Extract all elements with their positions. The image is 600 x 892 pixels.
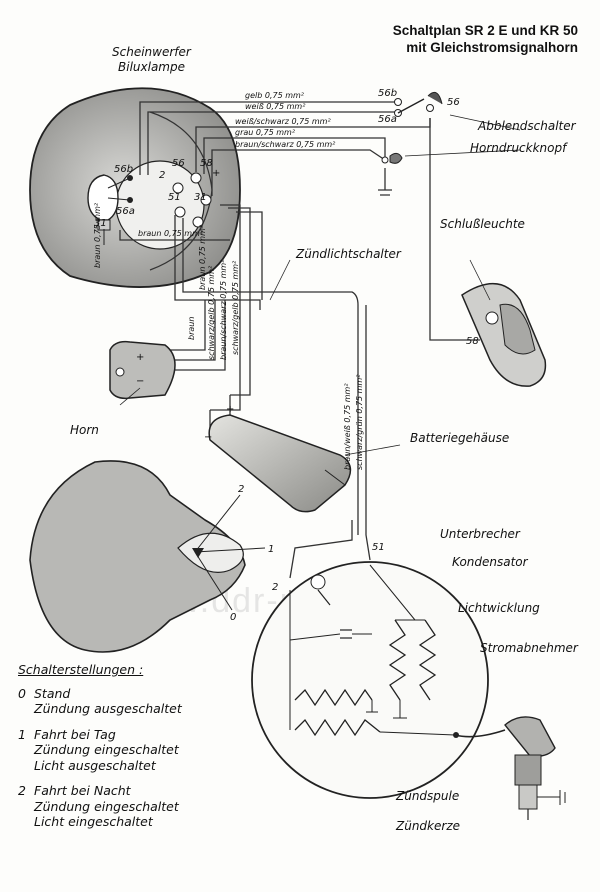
legend-item: 1 Fahrt bei Tag Zündung eingeschaltet Lic… <box>18 727 218 774</box>
terminal-56b-headlight: 56b <box>114 164 133 175</box>
horn-plus: + <box>136 352 144 363</box>
title-line-2: mit Gleichstromsignalhorn <box>406 40 578 55</box>
terminal-56a-dimmer: 56a <box>378 114 397 125</box>
ignition-light-switch <box>29 259 291 653</box>
terminal-labels: 56b 56a 31 56b 56a 56 56 58 2 51 31 58 5… <box>94 88 479 623</box>
tail-light-label: Schlußleuchte <box>440 217 525 231</box>
terminal-51-generator: 51 <box>372 542 385 553</box>
wire-label-schwarz-gelb-2: schwarz/gelb 0,75 mm² <box>231 260 240 355</box>
wire-label-braun-weiss: braun/weiß 0,75 mm² <box>343 383 352 470</box>
wire-label-grau: grau 0,75 mm² <box>235 128 296 137</box>
wire-labels: gelb 0,75 mm² weiß 0,75 mm² weiß/schwarz… <box>93 91 364 470</box>
terminal-56a-headlight: 56a <box>116 206 135 217</box>
wire-label-braun-bundle: braun <box>187 317 196 340</box>
spark-plug-label: Zündkerze <box>395 819 460 833</box>
wiring-harness <box>119 101 480 579</box>
pickup-label: Stromabnehmer <box>480 641 579 655</box>
battery-minus: − <box>204 432 212 443</box>
legend-line: Zündung ausgeschaltet <box>34 701 182 716</box>
headlight-label: Scheinwerfer <box>112 45 192 59</box>
legend-number: 1 <box>18 726 26 742</box>
lighting-coil-label: Lichtwicklung <box>458 601 540 615</box>
horn-button-label: Horndruckknopf <box>470 141 568 155</box>
switch-plus: + <box>212 168 220 179</box>
legend-number: 0 <box>18 685 26 701</box>
headlight-terminal-block <box>127 172 212 228</box>
horn-minus: − <box>136 376 144 387</box>
wire-label-braun: braun 0,75 mm² <box>138 229 204 238</box>
legend-line: Fahrt bei Nacht <box>34 783 131 798</box>
wire-label-schwarz-gelb: schwarz/gelb 0,75 mm² <box>207 265 216 360</box>
horn <box>109 340 176 406</box>
legend-number: 2 <box>18 783 26 798</box>
switch-positions-legend: Schalterstellungen : 0 Stand Zündung ausg… <box>18 662 218 840</box>
condenser-label: Kondensator <box>452 555 529 569</box>
bilux-bulb <box>87 174 131 245</box>
tail-light <box>461 259 547 387</box>
legend-line: Fahrt bei Tag <box>34 726 116 742</box>
spark-plug-assembly <box>453 716 566 820</box>
legend-line: Zündung eingeschaltet <box>34 742 179 757</box>
terminal-31-headlight: 31 <box>94 218 107 229</box>
legend-line: Licht eingeschaltet <box>34 814 153 829</box>
terminal-56-dimmer: 56 <box>447 97 460 108</box>
terminal-51: 51 <box>168 192 181 203</box>
title-line-1: Schaltplan SR 2 E und KR 50 <box>392 23 578 38</box>
wire-label-weiss: weiß 0,75 mm² <box>245 102 306 111</box>
wire-label-braun-vertical: braun 0,75 mm² <box>93 202 102 268</box>
terminal-2: 2 <box>159 170 165 181</box>
terminal-58: 58 <box>200 158 213 169</box>
terminal-56: 56 <box>172 158 185 169</box>
terminal-2-generator: 2 <box>272 582 278 593</box>
legend-item: 2 Fahrt bei Nacht Zündung eingeschaltet L… <box>18 783 218 830</box>
wire-label-schwarz-gruen: schwarz/grün 0,75 mm² <box>355 374 364 470</box>
terminal-58-tail: 58 <box>466 336 479 347</box>
horn-label: Horn <box>70 423 99 437</box>
generator <box>251 561 489 799</box>
wire-label-braun-short: braun 0,75 mm² <box>198 224 207 290</box>
bulb-label: Biluxlampe <box>118 60 185 74</box>
dimmer-switch <box>394 91 521 131</box>
battery-plus: + <box>226 404 234 415</box>
legend-line: Stand <box>34 685 71 701</box>
ignition-coil-label: Zündspule <box>395 789 459 803</box>
wire-label-braun-schwarz-bundle: braun/schwarz 0,75 mm² <box>219 259 228 360</box>
dimmer-label: Abblendschalter <box>477 119 577 133</box>
component-labels: Scheinwerfer Biluxlampe Abblendschalter … <box>70 45 579 833</box>
legend-line: Zündung eingeschaltet <box>34 798 179 814</box>
switch-position-2: 2 <box>238 484 244 495</box>
legend-heading: Schalterstellungen : <box>18 662 144 677</box>
horn-button <box>381 149 521 164</box>
battery-label: Batteriegehäuse <box>410 431 509 445</box>
terminal-56b-dimmer: 56b <box>378 88 397 99</box>
wire-label-weiss-schwarz: weiß/schwarz 0,75 mm² <box>235 117 331 126</box>
legend-item: 0 Stand Zündung ausgeschaltet <box>18 686 218 717</box>
legend-line: Licht ausgeschaltet <box>34 757 156 773</box>
diagram-title: Schaltplan SR 2 E und KR 50 mit Gleichst… <box>278 22 578 56</box>
terminal-31: 31 <box>194 192 207 203</box>
wire-label-gelb: gelb 0,75 mm² <box>245 91 305 100</box>
headlight-housing <box>29 87 241 288</box>
switch-label: Zündlichtschalter <box>295 247 402 261</box>
breaker-label: Unterbrecher <box>440 527 521 541</box>
wire-label-braun-schwarz: braun/schwarz 0,75 mm² <box>235 140 336 149</box>
battery-housing <box>208 414 401 513</box>
switch-position-0: 0 <box>230 612 236 623</box>
switch-position-1: 1 <box>268 544 274 555</box>
